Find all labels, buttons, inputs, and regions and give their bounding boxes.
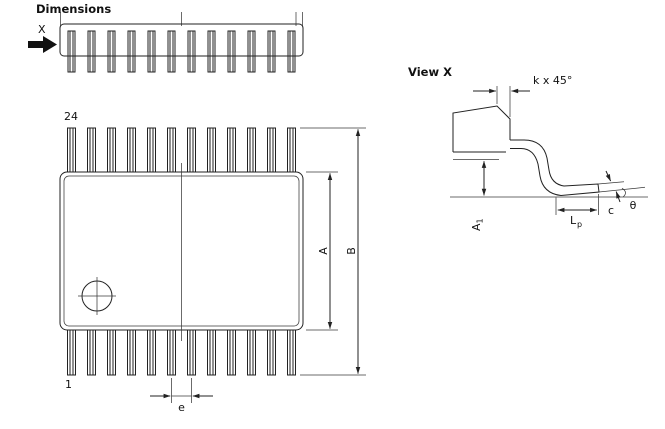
- dimension-a1: A 1: [470, 160, 487, 231]
- view-direction-arrow-icon: [28, 36, 57, 53]
- pin-lead: [287, 127, 296, 175]
- pin-lead: [207, 127, 216, 175]
- dimension-theta: θ: [598, 186, 646, 212]
- pin-lead: [87, 127, 96, 175]
- pin-lead: [207, 328, 216, 376]
- dimension-k: k x 45°: [473, 74, 572, 117]
- pin-lead: [247, 127, 256, 175]
- pin-lead: [107, 328, 116, 376]
- dim-a1-subscript: 1: [476, 218, 485, 223]
- view-x-detail: View X k x 45° A 1: [408, 65, 648, 231]
- pin-lead: [227, 30, 236, 73]
- foot-angle-extension-line: [598, 186, 646, 193]
- pin-lead: [227, 127, 236, 175]
- view-x-title: View X: [408, 65, 452, 79]
- view-direction-label: X: [38, 23, 46, 36]
- dimension-lp: L p: [555, 194, 599, 229]
- theta-angle-arc: [621, 187, 626, 198]
- pin-lead: [147, 30, 156, 73]
- pin-lead: [67, 127, 76, 175]
- pin-lead: [187, 30, 196, 73]
- pin-lead: [127, 127, 136, 175]
- pin-number-24-label: 24: [64, 110, 78, 123]
- view-direction: X: [28, 23, 57, 53]
- pin-lead: [187, 328, 196, 376]
- pin-lead: [267, 127, 276, 175]
- pin-lead: [167, 30, 176, 73]
- pin-lead: [127, 30, 136, 73]
- view-x-body: [452, 105, 511, 152]
- dim-k-label: k x 45°: [533, 74, 572, 87]
- side-view-body: [59, 23, 304, 57]
- pin-lead: [267, 30, 276, 73]
- pin-lead: [247, 30, 256, 73]
- pin-lead: [187, 127, 196, 175]
- dim-lp-subscript: p: [577, 220, 582, 229]
- dim-c-arrow-bottom: [615, 191, 621, 203]
- dimension-e: e: [150, 378, 213, 414]
- pin-lead: [167, 328, 176, 376]
- pin-lead: [227, 328, 236, 376]
- pin-lead: [247, 328, 256, 376]
- dim-e-label: e: [178, 401, 185, 414]
- dim-c-label: c: [608, 204, 614, 217]
- dim-lp-label: L: [570, 214, 577, 227]
- pin-lead: [67, 328, 76, 376]
- dimension-c: c: [597, 170, 625, 217]
- top-view: 24 1: [59, 110, 304, 391]
- pin-lead: [87, 328, 96, 376]
- pin-lead: [207, 30, 216, 73]
- pin-lead: [107, 127, 116, 175]
- dimensions-title: Dimensions: [36, 2, 111, 16]
- side-view-pins: [67, 30, 296, 73]
- pin-lead: [287, 328, 296, 376]
- dim-c-extension-top: [597, 181, 625, 185]
- pin-lead: [167, 127, 176, 175]
- pin-lead: [267, 328, 276, 376]
- pin-lead: [107, 30, 116, 73]
- pin1-indicator: [78, 277, 116, 315]
- pin-lead: [87, 30, 96, 73]
- dim-theta-label: θ: [630, 199, 637, 212]
- dim-c-arrow-top: [605, 170, 612, 182]
- pin-lead: [127, 328, 136, 376]
- dimension-a: A: [306, 171, 338, 331]
- pin-lead: [147, 328, 156, 376]
- view-x-lead: [510, 139, 600, 197]
- dim-a-label: A: [317, 247, 330, 255]
- pin-lead: [287, 30, 296, 73]
- dim-a1-label: A: [470, 223, 483, 231]
- side-view: [59, 12, 304, 73]
- pin-lead: [67, 30, 76, 73]
- dim-b-label: B: [345, 247, 358, 255]
- pin-number-1-label: 1: [65, 378, 72, 391]
- dimension-b: B: [300, 127, 366, 376]
- pin-lead: [147, 127, 156, 175]
